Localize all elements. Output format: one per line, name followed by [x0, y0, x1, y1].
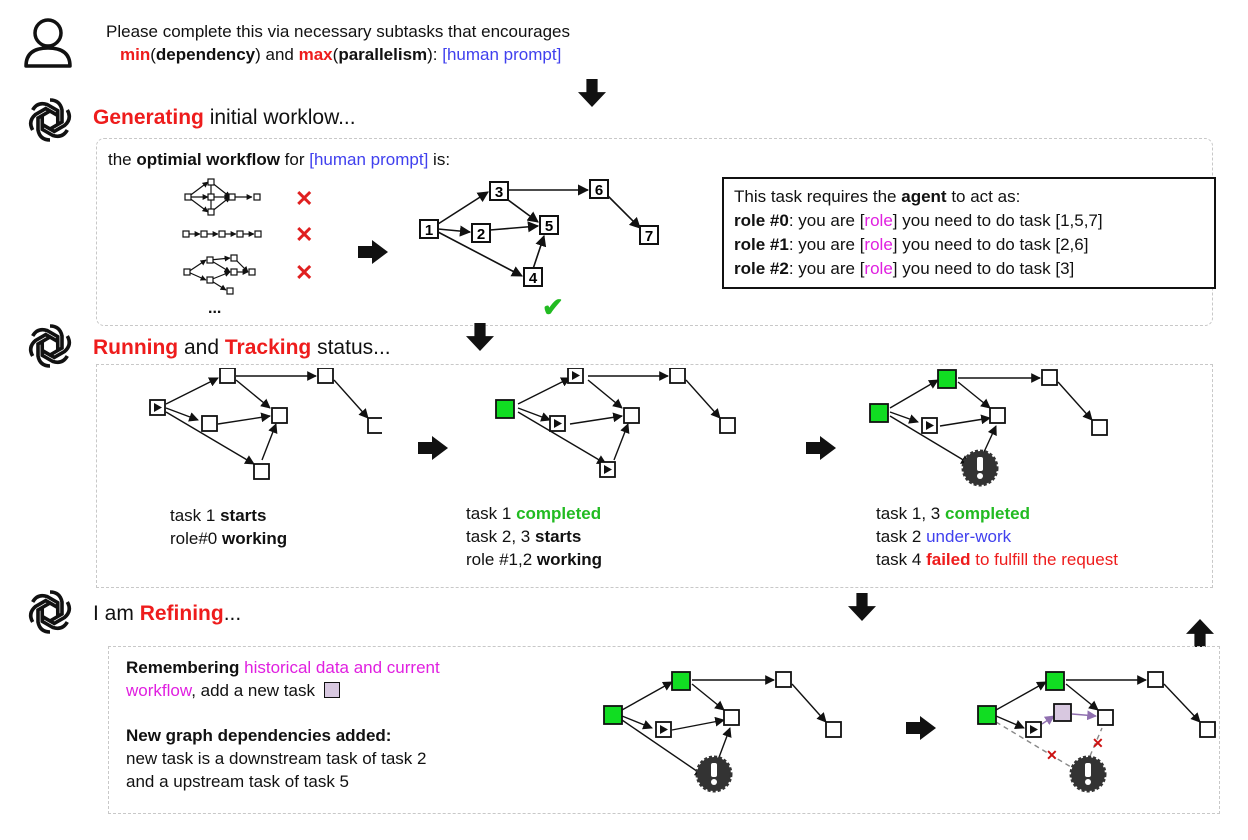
refining-graph-before: [603, 671, 842, 793]
more-workflows-ellipsis: ...: [208, 300, 222, 317]
refining-panel: [108, 646, 1220, 814]
removed-edge-mark: ✕: [1046, 747, 1058, 763]
node-3: 3: [489, 181, 509, 201]
right-arrow-icon: [418, 436, 448, 460]
svg-text:4: 4: [529, 270, 538, 287]
failed-task-icon: [961, 449, 999, 487]
optimal-workflow-graph: 1 2 3 4 5 6 7: [419, 179, 659, 287]
dependency-keyword: dependency: [155, 45, 256, 64]
node-4: 4: [523, 267, 543, 287]
ai-logo-icon: [22, 318, 78, 379]
tracking-keyword: Tracking: [224, 336, 312, 359]
right-arrow-icon: [806, 436, 836, 460]
tracking-graph-3: [869, 369, 1108, 487]
failed-task-icon: [1069, 755, 1107, 793]
new-task-swatch: [323, 682, 340, 698]
refining-rest: ...: [223, 602, 242, 625]
refining-prefix: I am: [93, 602, 134, 625]
svg-text:7: 7: [645, 228, 653, 245]
caption-the: the: [108, 150, 132, 169]
mini-graph-b: [182, 230, 262, 238]
svg-text:2: 2: [477, 226, 485, 243]
svg-text:6: 6: [595, 182, 603, 199]
tracking-graph-1: [149, 368, 382, 480]
status-caption-1: task 1 starts role#0 working: [156, 496, 398, 574]
failed-task-icon: [695, 755, 733, 793]
role-intro-a: This task requires the: [734, 187, 897, 206]
refining-graph-after: ✕ ✕: [977, 671, 1216, 793]
step-generating-heading: Generating initial worklow...: [93, 106, 356, 130]
right-arrow-icon: [358, 240, 388, 264]
prompt-line-1: Please complete this via necessary subta…: [106, 22, 570, 41]
svg-text:1: 1: [425, 222, 433, 239]
user-prompt: Please complete this via necessary subta…: [106, 22, 570, 64]
role-row-2: role #2: you are [role] you need to do t…: [734, 259, 1075, 278]
up-arrow-icon: [1186, 618, 1214, 648]
workflow-caption: the optimial workflow for [human prompt]…: [108, 148, 450, 171]
role-intro: This task requires the agent to act as:: [734, 185, 1204, 209]
node-2: 2: [471, 223, 491, 243]
role-intro-b: to act as:: [951, 187, 1021, 206]
removed-edge-mark: ✕: [1092, 735, 1104, 751]
reject-cross-1: ✕: [295, 186, 314, 211]
tracking-graph-2: [495, 368, 736, 478]
node-7: 7: [639, 225, 659, 245]
running-rest: status...: [317, 336, 391, 359]
parallelism-keyword: parallelism: [338, 45, 428, 64]
and-word: and: [183, 336, 220, 359]
mini-graph-a: [184, 178, 261, 216]
node-6: 6: [589, 179, 609, 199]
rejected-workflows: [182, 178, 262, 295]
caption-is: is:: [433, 150, 451, 169]
reject-cross-3: ✕: [295, 260, 314, 285]
caption-prompt: [human prompt]: [309, 150, 429, 169]
svg-text:3: 3: [495, 184, 503, 201]
tracking-panel: [96, 364, 1213, 588]
generating-rest: initial worklow...: [209, 106, 356, 129]
ai-logo-icon: [22, 92, 78, 153]
svg-text:5: 5: [545, 218, 553, 235]
human-prompt-placeholder: [human prompt]: [442, 45, 562, 64]
running-keyword: Running: [93, 336, 179, 359]
and-word: and: [265, 45, 294, 64]
reject-cross-2: ✕: [295, 222, 314, 247]
down-arrow-icon: [466, 322, 494, 352]
node-5: 5: [539, 215, 559, 235]
node-1: 1: [419, 219, 439, 239]
max-keyword: max: [298, 45, 333, 64]
role-row-0: role #0: you are [role] you need to do t…: [734, 211, 1103, 230]
status-caption-2: task 1 completed task 2, 3 starts role #…: [452, 496, 712, 586]
refining-notes: Remembering historical data and current …: [126, 658, 440, 791]
min-keyword: min: [120, 45, 151, 64]
refining-keyword: Refining: [139, 602, 224, 625]
ai-logo-icon: [22, 584, 78, 645]
role-assignment-box: This task requires the agent to act as: …: [722, 177, 1216, 289]
user-icon: [22, 16, 74, 75]
caption-optimal: optimial workflow: [136, 150, 280, 169]
caption-for: for: [284, 150, 305, 169]
down-arrow-icon: [848, 592, 876, 622]
right-arrow-icon: [906, 716, 936, 740]
role-row-1: role #1: you are [role] you need to do t…: [734, 235, 1089, 254]
step-refining-heading: I am Refining...: [93, 602, 241, 626]
down-arrow-icon: [578, 78, 606, 108]
status-caption-3: task 1, 3 completed task 2 under-work ta…: [862, 496, 1196, 586]
mini-graph-c: [183, 254, 256, 295]
role-intro-agent: agent: [901, 187, 947, 206]
generating-keyword: Generating: [93, 106, 204, 129]
step-running-heading: Running and Tracking status...: [93, 336, 391, 360]
accept-check-icon: ✔: [542, 292, 564, 322]
